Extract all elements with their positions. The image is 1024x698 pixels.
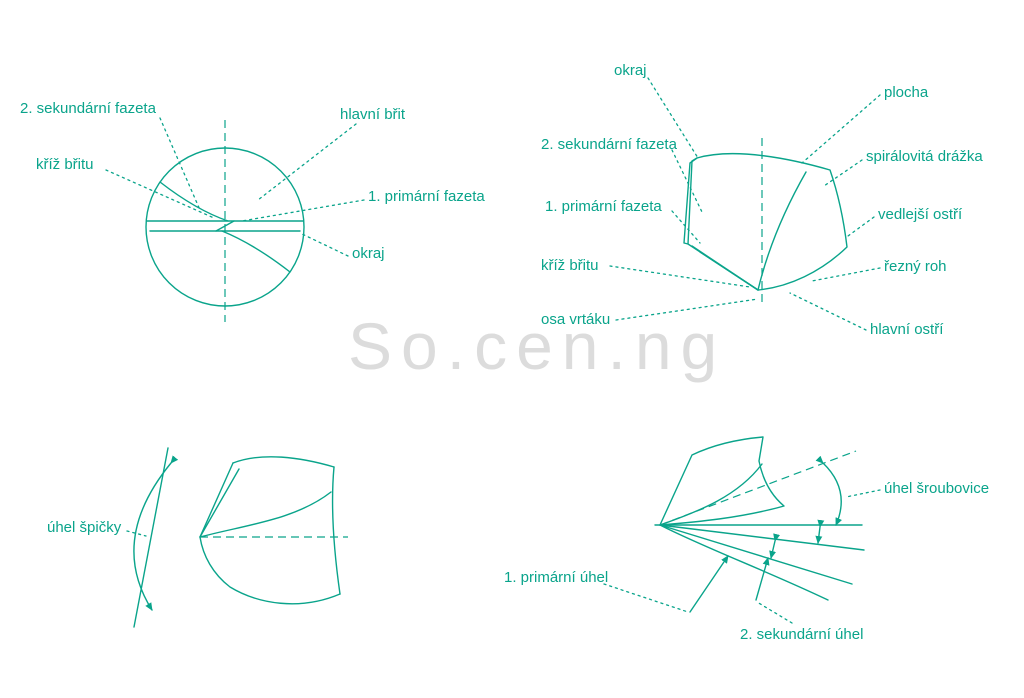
label-tip-plocha: plocha [884,84,929,101]
label-tip-kriz-britu: kříž břitu [541,257,599,274]
leader-uhel-sroubovice [845,489,881,498]
body-bottom-edge [199,536,341,605]
tip-view-drawing [609,77,881,331]
leader-spiralovita-drazka [823,159,863,187]
point-angle-drawing [126,447,348,628]
leader-kriz-britu [105,169,215,219]
chisel-edge-line [215,220,235,232]
label-tip-hlavni-ostri: hlavní ostří [870,321,944,338]
tip-outline [687,152,848,291]
label-tip-spiralovita-drazka: spirálovitá drážka [866,148,983,165]
label-end-hlavni-brit: hlavní břit [340,106,406,123]
primary-angle-dimension [815,519,825,544]
flute-inner-curve [659,463,763,526]
label-tip-okraj: okraj [614,62,647,79]
leader-hlavni-ostri [789,292,867,331]
leader-sekundarni-uhel [756,601,793,624]
flute-edge-curve [757,171,807,291]
leader-okraj [299,232,349,257]
primary-clearance-line [659,524,865,551]
label-tip-rezny-roh: řezný roh [884,258,947,275]
leader-sekundarni-fazeta [671,149,703,213]
label-end-primarni-fazeta: 1. primární fazeta [368,188,485,205]
secondary-clearance-line [659,524,853,585]
label-sekundarni-uhel: 2. sekundární úhel [740,626,864,643]
lip-extension-line [133,447,169,628]
margin-strip [683,157,698,245]
flute-curve-lower [221,230,291,273]
flank-curve [659,524,829,601]
label-uhel-spicky: úhel špičky [47,519,122,536]
leader-primarni-uhel [603,583,689,613]
label-tip-osa-vrtaku: osa vrtáku [541,311,611,328]
label-tip-primarni-fazeta: 1. primární fazeta [545,198,662,215]
face-edge-line [199,462,234,538]
leader-osa-vrtaku [615,298,759,321]
end-view-drawing [105,117,365,322]
helix-angle-arc [815,455,842,526]
body-top-edge [232,456,335,468]
label-uhel-sroubovice: úhel šroubovice [884,480,990,497]
leader-sekundarni-fazeta [159,117,201,211]
primary-angle-pointer [689,555,729,613]
label-tip-sekundarni-fazeta: 2. sekundární fazeta [541,136,677,153]
leader-rezny-roh [811,267,881,282]
leader-kriz-britu [609,265,751,288]
label-end-sekundarni-fazeta: 2. sekundární fazeta [20,100,156,117]
leader-primarni-fazeta [671,210,701,244]
leader-primarni-fazeta [241,199,365,222]
flute-curve-upper [159,181,229,222]
label-end-okraj: okraj [352,245,385,262]
label-end-kriz-britu: kříž břitu [36,156,94,173]
secondary-angle-dimension [769,533,781,559]
tip-outline [659,436,785,526]
leader-plocha [801,94,881,164]
leader-hlavni-brit [257,123,357,201]
label-tip-vedlejsi-ostri: vedlejší ostří [878,206,963,223]
leader-okraj [647,77,699,159]
body-right-edge [331,466,341,595]
watermark-text: So.cen.ng [348,309,727,383]
facet-edge-line [199,468,240,538]
point-angle-arc [133,455,179,611]
helix-angle-drawing [603,436,881,624]
leader-vedlejsi-ostri [847,216,875,237]
label-primarni-uhel: 1. primární úhel [504,569,609,586]
secondary-angle-pointer [755,557,770,601]
flute-inner-curve [199,491,332,538]
drill-body-circle [145,147,305,307]
facet-edge-2 [699,251,759,291]
